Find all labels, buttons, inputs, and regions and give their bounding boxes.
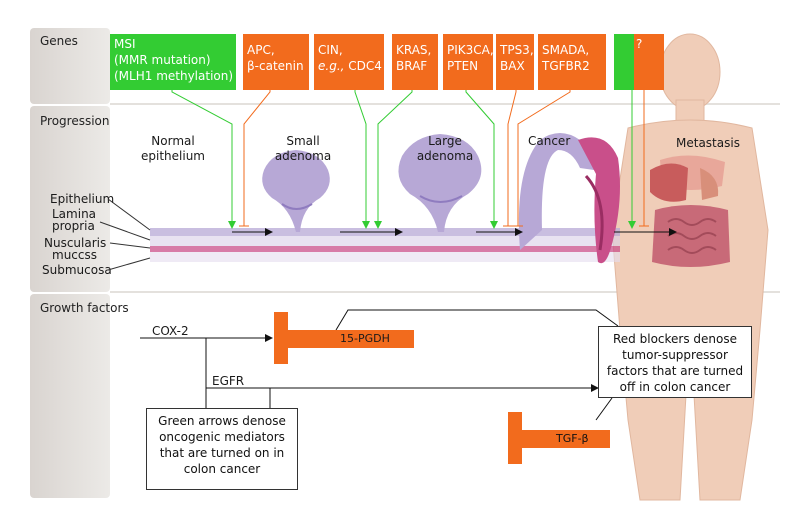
gene-msi-line2: (MMR mutation): [114, 53, 211, 67]
gene-box-tps3: TPS3, BAX: [496, 34, 534, 90]
gene-box-msi: MSI (MMR mutation) (MLH1 methylation): [110, 34, 236, 90]
gene-cin-cdc4: CDC4: [344, 59, 382, 73]
label-egfr: EGFR: [212, 374, 245, 388]
growth-band: [30, 294, 110, 498]
genes-band: [30, 28, 110, 104]
gene-kras-line1: KRAS,: [396, 43, 432, 57]
layer-muscularis-1: Nuscularis: [44, 236, 107, 250]
stage-large-adenoma: Large adenoma: [400, 134, 490, 164]
gene-smada-line2: TGFBR2: [542, 59, 590, 73]
gene-unknown-label: ?: [636, 37, 643, 51]
layer-lamina-2: propria: [52, 219, 95, 233]
stage-normal-line1: Normal: [151, 134, 195, 148]
label-cox2: COX-2: [152, 324, 189, 338]
note-green-arrows: Green arrows denose oncogenic mediators …: [146, 408, 298, 490]
gene-cin-line2: e.g., CDC4: [318, 58, 382, 74]
gene-cin-eg: e.g.,: [318, 59, 345, 73]
note-red-blockers: Red blockers denose tumor-suppressor fac…: [598, 326, 752, 398]
gene-box-unknown: ?: [634, 34, 664, 90]
gene-kras-line2: BRAF: [396, 59, 428, 73]
gene-box-kras: KRAS, BRAF: [392, 34, 438, 90]
stage-metastasis: Metastasis: [676, 136, 740, 150]
label-15-pgdh: 15-PGDH: [340, 332, 390, 345]
stage-large-line1: Large: [428, 134, 462, 148]
stage-small-line2: adenoma: [274, 149, 332, 163]
gene-pik3ca-line2: PTEN: [447, 59, 479, 73]
stage-normal-line2: epithelium: [141, 149, 205, 163]
gene-smada-line1: SMADA,: [542, 43, 590, 57]
small-adenoma-figure: [262, 150, 330, 232]
stage-large-line2: adenoma: [416, 149, 474, 163]
gene-msi-line3: (MLH1 methylation): [114, 69, 234, 83]
gene-box-cin: CIN, e.g., CDC4: [314, 34, 384, 90]
gene-box-apc: APC, β-catenin: [243, 34, 309, 90]
unknown-orange-part: [634, 34, 664, 90]
gene-box-pik3ca: PIK3CA, PTEN: [443, 34, 493, 90]
gene-cin-line1: CIN,: [318, 43, 343, 57]
stage-small-adenoma: Small adenoma: [258, 134, 348, 164]
gene-pik3ca-line1: PIK3CA,: [447, 43, 493, 57]
pgdh-blocker: [274, 312, 414, 364]
gene-tps3-line1: TPS3,: [500, 43, 534, 57]
organs-figure: [650, 155, 730, 267]
layer-muscularis-2: muccss: [52, 248, 97, 262]
growth-factor-lines: [140, 309, 619, 421]
unknown-green-part: [614, 34, 634, 90]
tgfb-blocker: [508, 412, 610, 464]
green-connectors: [171, 90, 636, 229]
section-progression: Progression: [40, 114, 110, 128]
tissue-strip: [150, 228, 620, 262]
label-tgf-beta: TGF-β: [556, 432, 589, 445]
gene-apc-line1: APC,: [247, 43, 275, 57]
progression-band: [30, 106, 110, 292]
layer-lamina-1: Lamina: [52, 207, 97, 221]
stage-small-line1: Small: [286, 134, 320, 148]
stage-cancer: Cancer: [528, 134, 571, 148]
layer-epithelium: Epithelium: [50, 192, 115, 206]
human-body-figure: [611, 33, 769, 501]
large-adenoma-figure: [398, 134, 482, 232]
layer-submucosa: Submucosa: [42, 263, 112, 277]
stage-normal: Normal epithelium: [128, 134, 218, 164]
gene-box-smada: SMADA, TGFBR2: [538, 34, 606, 90]
orange-blockers: [239, 90, 649, 227]
gene-tps3-line2: BAX: [500, 59, 525, 73]
section-growth-factors: Growth factors: [40, 301, 129, 315]
gene-apc-line2: β-catenin: [247, 59, 304, 73]
section-genes: Genes: [40, 34, 78, 48]
gene-msi-line1: MSI: [114, 37, 136, 51]
cancer-figure: [518, 133, 620, 264]
